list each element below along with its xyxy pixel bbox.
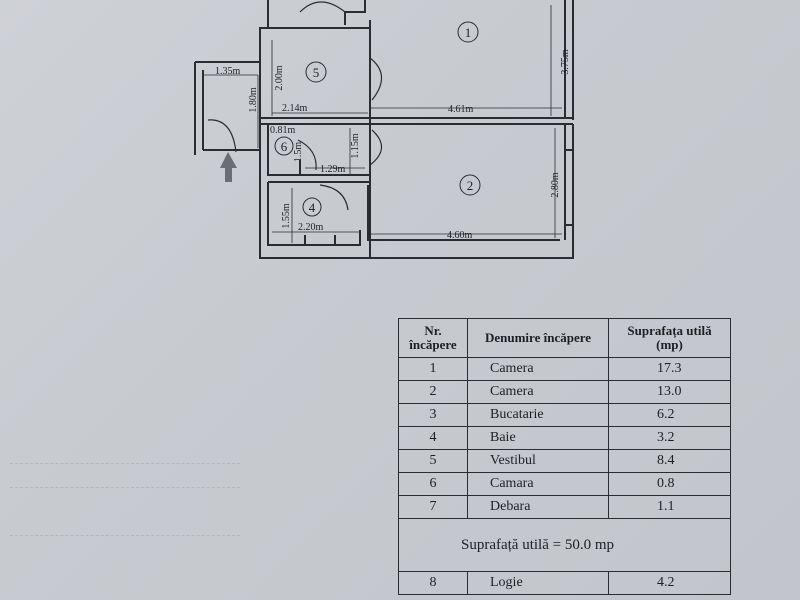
- wall: [260, 124, 574, 259]
- room-number-circle: [274, 136, 294, 156]
- room-area: 8.4: [608, 449, 731, 473]
- room-nr: 4: [398, 426, 468, 450]
- wall: [344, 0, 366, 25]
- wall: [304, 235, 336, 245]
- faint-line: [10, 535, 240, 536]
- table-row: 4 Baie 3.2: [398, 426, 731, 450]
- dim-label: 0.81m: [270, 125, 296, 136]
- dim-label: 4.61m: [448, 104, 474, 115]
- entrance-arrow-icon: [220, 152, 237, 182]
- total-area: Suprafață utilă = 50.0 mp: [398, 518, 731, 572]
- room-area: 1.1: [608, 495, 731, 519]
- table-row: 5 Vestibul 8.4: [398, 449, 731, 473]
- room-number-circle: [457, 21, 479, 43]
- door-arc: [369, 129, 383, 166]
- dim-label: 2.00m: [274, 65, 285, 91]
- wall: [370, 117, 573, 125]
- room-name: Baie: [467, 426, 609, 450]
- wall: [194, 61, 260, 155]
- room-area: 17.3: [608, 357, 731, 381]
- table-header-row: Nr. încăpere Denumire încăpere Suprafața…: [398, 318, 731, 358]
- room-area: 0.8: [608, 472, 731, 496]
- room-number: 6: [281, 139, 288, 154]
- door-arc: [207, 119, 237, 153]
- room-number-circle: [305, 61, 327, 83]
- room-area: 6.2: [608, 403, 731, 427]
- dim-label: 2.14m: [282, 103, 308, 114]
- room-name: Bucatarie: [467, 403, 609, 427]
- table-row: 1 Camera 17.3: [398, 357, 731, 381]
- room-number: 4: [309, 200, 316, 215]
- dim-label: 1.80m: [248, 87, 259, 113]
- room-nr: 2: [398, 380, 468, 404]
- room-area: 13.0: [608, 380, 731, 404]
- window: [564, 124, 573, 240]
- dim-label: 1.29m: [320, 164, 346, 175]
- faint-line: [10, 463, 240, 464]
- wall: [267, 182, 361, 246]
- room-nr: 1: [398, 357, 468, 381]
- table-row: 7 Debara 1.1: [398, 495, 731, 519]
- room-number-circle: [302, 197, 322, 217]
- dim-label: 1.55m: [281, 203, 292, 229]
- room-nr: 6: [398, 472, 468, 496]
- room-name: Vestibul: [467, 449, 609, 473]
- room-area: 4.2: [608, 571, 731, 595]
- room-areas-table: Nr. încăpere Denumire încăpere Suprafața…: [398, 318, 731, 595]
- room-area: 3.2: [608, 426, 731, 450]
- dim-label: 1.15m: [350, 133, 361, 159]
- column-header: Denumire încăpere: [467, 318, 609, 358]
- room-name: Logie: [467, 571, 609, 595]
- room-nr: 3: [398, 403, 468, 427]
- total-row: Suprafață utilă = 50.0 mp: [398, 518, 731, 572]
- table-row: 6 Camara 0.8: [398, 472, 731, 496]
- table-row: 2 Camera 13.0: [398, 380, 731, 404]
- faint-line: [10, 487, 240, 488]
- wall: [267, 124, 370, 183]
- wall: [367, 185, 560, 241]
- dim-label: 1.35m: [215, 66, 241, 77]
- door-arc: [369, 57, 383, 101]
- door-arc: [299, 1, 346, 13]
- column-header: Nr. încăpere: [398, 318, 468, 358]
- room-number: 2: [467, 178, 474, 193]
- dim-label: 4.60m: [447, 230, 473, 241]
- dim-label: 2.80m: [550, 172, 561, 198]
- dim-label: 3.75m: [560, 49, 571, 75]
- column-header: Suprafața utilă (mp): [608, 318, 731, 358]
- room-nr: 7: [398, 495, 468, 519]
- room-number-circle: [459, 174, 481, 196]
- room-name: Debara: [467, 495, 609, 519]
- door-arc: [319, 184, 349, 211]
- room-number: 5: [313, 65, 320, 80]
- room-nr: 5: [398, 449, 468, 473]
- dim-label: 1.5m: [293, 142, 304, 163]
- room-number: 1: [465, 25, 472, 40]
- table-row: 8 Logie 4.2: [398, 571, 731, 595]
- wall: [260, 117, 370, 125]
- door-arc: [297, 139, 317, 171]
- room-name: Camera: [467, 380, 609, 404]
- wall: [267, 0, 285, 29]
- dim-label: 2.20m: [298, 222, 324, 233]
- room-name: Camera: [467, 357, 609, 381]
- table-row: 3 Bucatarie 6.2: [398, 403, 731, 427]
- room-name: Camara: [467, 472, 609, 496]
- room-nr: 8: [398, 571, 468, 595]
